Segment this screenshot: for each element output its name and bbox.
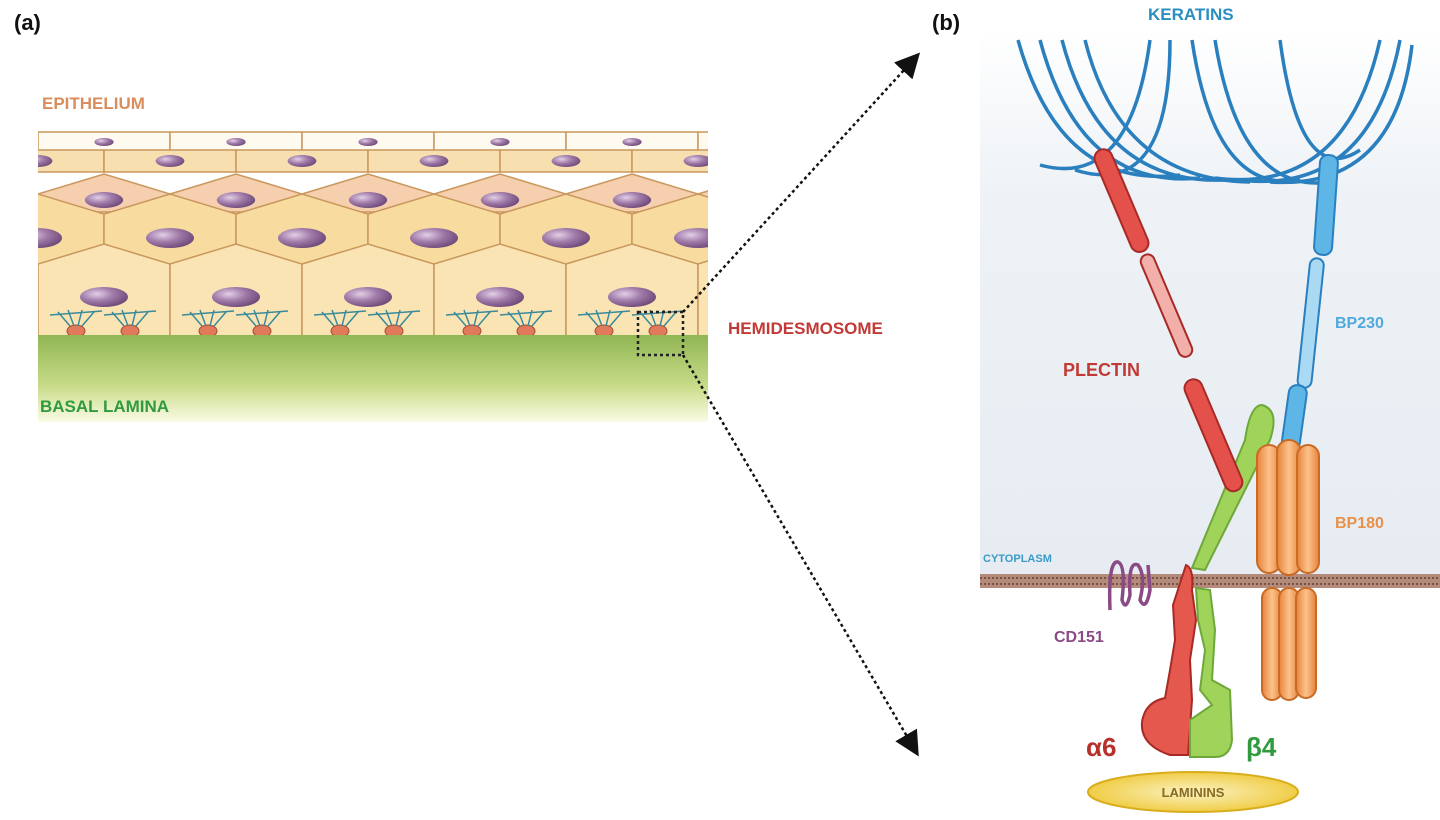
cell-nucleus	[212, 287, 260, 307]
laminins-molecule	[1087, 771, 1299, 813]
hemidesmosome-marker	[198, 324, 218, 335]
panel-a	[0, 52, 962, 757]
hemidesmosome-marker	[913, 325, 931, 337]
epithelial-cell	[697, 131, 708, 153]
keratin-filament-marker	[445, 309, 499, 327]
epithelial-cell	[697, 260, 708, 335]
hemidesmosome-marker	[330, 324, 350, 335]
bp230-label: BP230	[1335, 315, 1384, 332]
keratin-filament-marker	[49, 309, 103, 327]
panel-a-label: (a)	[14, 10, 41, 35]
cell-nucleus	[226, 138, 246, 146]
cell-nucleus	[358, 138, 378, 146]
epithelial-cell	[631, 149, 708, 173]
hemidesmosome-marker	[648, 324, 668, 335]
cell-nucleus	[80, 287, 128, 307]
alpha6-label: α6	[1086, 732, 1116, 762]
beta4-integrin	[1189, 586, 1234, 758]
zoom-arrow-top	[682, 52, 921, 313]
keratin-filament-marker	[235, 309, 289, 327]
zoom-arrow-bottom	[681, 354, 919, 757]
keratin-filament-marker	[181, 309, 235, 327]
cd151-label: CD151	[1054, 629, 1104, 646]
cell-nucleus	[419, 155, 449, 167]
keratin-filament-marker	[631, 309, 685, 327]
plectin-protein	[1093, 148, 1244, 493]
cell-nucleus	[872, 287, 920, 307]
cell-nucleus	[84, 192, 124, 208]
cell-nucleus	[806, 228, 854, 248]
cell-nucleus	[216, 192, 256, 208]
keratins-label: KERATINS	[1148, 5, 1234, 24]
cell-nucleus	[146, 228, 194, 248]
keratin-filament-marker	[367, 309, 421, 327]
hemidesmosome-marker	[516, 324, 536, 335]
plectin-label: PLECTIN	[1063, 360, 1140, 380]
cell-nucleus	[480, 192, 520, 208]
cell-nucleus	[745, 192, 783, 208]
epithelial-cell	[830, 174, 962, 212]
cell-nucleus	[877, 192, 915, 208]
zoom-selection-box	[636, 310, 685, 357]
keratin-filament-marker	[0, 310, 24, 326]
hemidesmosome-label: HEMIDESMOSOME	[728, 319, 883, 338]
epithelial-cell	[697, 190, 708, 213]
cell-nucleus	[287, 155, 317, 167]
cell-nucleus	[38, 228, 62, 248]
bp180-protein	[1256, 439, 1320, 701]
cell-nucleus	[476, 287, 524, 307]
alpha6-integrin	[1140, 563, 1198, 756]
hemidesmosome-marker	[252, 324, 272, 335]
cell-nucleus	[490, 138, 510, 146]
epithelial-cell	[830, 132, 962, 152]
cell-nucleus	[542, 228, 590, 248]
cd151-protein	[1107, 560, 1152, 611]
keratin-filament-marker	[896, 310, 948, 326]
beta4-label: β4	[1246, 732, 1277, 762]
cell-nucleus	[622, 138, 642, 146]
cell-nucleus	[278, 228, 326, 248]
cell-nucleus	[551, 155, 581, 167]
cell-nucleus	[410, 228, 458, 248]
cell-nucleus	[740, 287, 788, 307]
basal-lamina-label: BASAL LAMINA	[40, 397, 169, 416]
epithelial-cell	[764, 194, 896, 268]
epithelial-cell	[38, 263, 39, 335]
epithelial-cell	[764, 150, 896, 172]
epithelial-cell	[38, 131, 39, 153]
plasma-membrane	[980, 574, 1440, 588]
panel-b	[980, 30, 1440, 813]
panel-b-label: (b)	[932, 10, 960, 35]
keratin-filament-marker	[499, 309, 553, 327]
hemidesmosome-marker	[66, 324, 86, 335]
hemidesmosome-marker	[0, 325, 7, 337]
bp180-label: BP180	[1335, 515, 1384, 532]
keratin-filament-marker	[577, 309, 631, 327]
cell-nucleus	[886, 138, 905, 146]
cell-nucleus	[683, 155, 708, 167]
hemidesmosome-marker	[462, 324, 482, 335]
hemidesmosome-marker	[594, 324, 614, 335]
keratin-filament-marker	[103, 309, 157, 327]
epithelium-label: EPITHELIUM	[42, 94, 145, 113]
epithelial-cells	[0, 131, 962, 337]
cell-nucleus	[816, 155, 845, 167]
cell-nucleus	[38, 155, 53, 167]
hemidesmosome-marker	[120, 324, 140, 335]
cell-nucleus	[754, 138, 773, 146]
epithelial-cell	[38, 193, 39, 213]
laminins-label: LAMININS	[1162, 785, 1225, 800]
cell-nucleus	[344, 287, 392, 307]
cytoplasm-label: CYTOPLASM	[983, 553, 1052, 565]
cell-nucleus	[674, 228, 708, 248]
cell-nucleus	[348, 192, 388, 208]
cell-nucleus	[94, 138, 114, 146]
hemidesmosome-marker	[384, 324, 404, 335]
cell-nucleus	[612, 192, 652, 208]
cell-nucleus	[608, 287, 656, 307]
keratin-filament-marker	[313, 309, 367, 327]
cell-nucleus	[155, 155, 185, 167]
basal-lamina-layer	[38, 334, 708, 422]
